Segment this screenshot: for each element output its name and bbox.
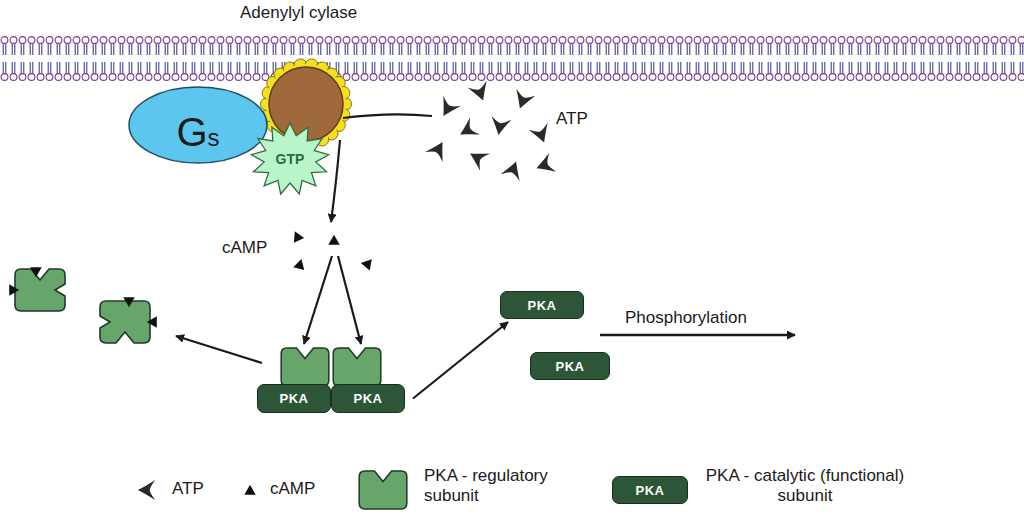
atp-molecules (425, 81, 556, 181)
node-text: PKA (636, 483, 665, 498)
node-text: PKA (354, 391, 383, 406)
legend-text: ATP (172, 479, 232, 499)
arrow (338, 256, 361, 344)
catalytic-subunit: PKA (500, 291, 584, 319)
membrane (0, 35, 1024, 83)
legend-text: cAMP (270, 479, 340, 499)
node-text: PKA (280, 391, 309, 406)
regulatory-subunit (281, 348, 329, 386)
catalytic-subunit: PKA (530, 352, 610, 380)
legend-atp-sample (138, 480, 155, 500)
arrow (304, 256, 332, 344)
enzyme-name: Adenylyl cylase (240, 3, 357, 23)
node-text: GTP (276, 151, 305, 167)
molecule-label: cAMP (222, 238, 267, 258)
g-protein: Gs (128, 86, 268, 164)
gtp-star: GTP (250, 122, 330, 196)
legend-text: PKA - regulatory subunit (424, 466, 594, 507)
node-text: Gs (176, 98, 219, 152)
arrow (600, 334, 795, 336)
regulatory-subunit (100, 301, 150, 343)
camp-molecules (290, 229, 372, 271)
catalytic-subunit: PKA (331, 384, 405, 413)
regulatory-subunit (15, 269, 65, 311)
process-label: Phosphorylation (625, 308, 747, 328)
catalytic-subunit: PKA (257, 384, 331, 413)
arrow (331, 140, 340, 222)
regulatory-subunit (333, 348, 381, 386)
legend-camp-sample (244, 485, 255, 495)
legend-text: PKA - catalytic (functional) subunit (705, 466, 905, 507)
enzyme-line (343, 114, 432, 118)
node-text: PKA (556, 359, 585, 374)
arrow (176, 336, 262, 363)
node-text: PKA (528, 298, 557, 313)
legend-catalytic-sample: PKA (612, 476, 688, 504)
connector-arrow (413, 322, 508, 399)
molecule-label: ATP (556, 109, 588, 129)
legend-regulatory-sample (359, 471, 407, 509)
